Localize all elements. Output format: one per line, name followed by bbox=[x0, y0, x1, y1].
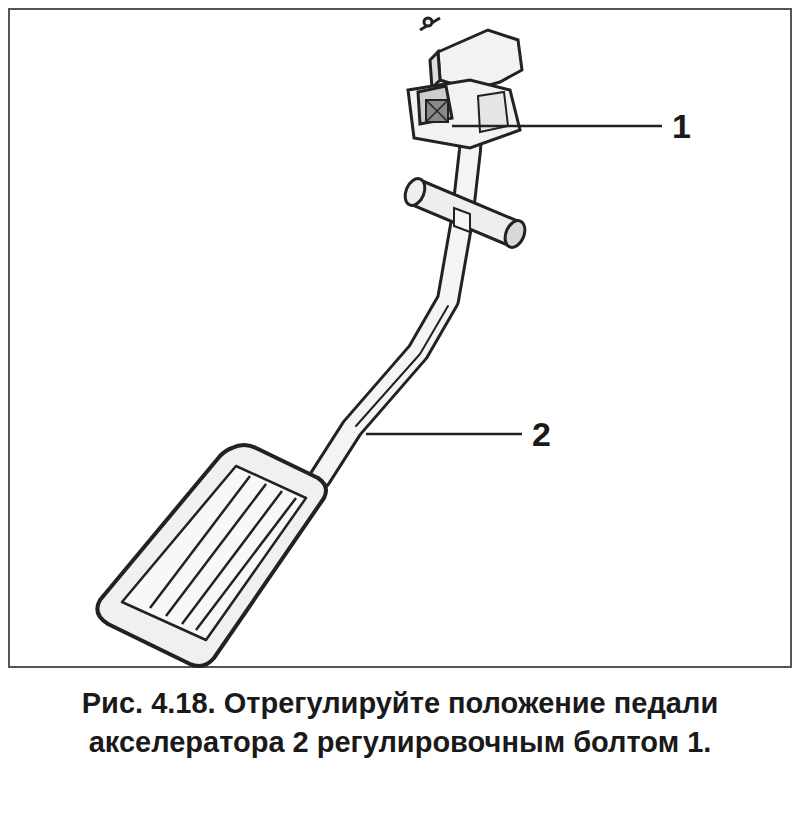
leader-lines bbox=[366, 126, 662, 434]
bracket bbox=[408, 18, 522, 148]
frame bbox=[9, 9, 791, 667]
callout-number: 1 bbox=[672, 109, 691, 143]
pedal-pad bbox=[97, 445, 326, 666]
pivot-shaft bbox=[401, 176, 528, 251]
figure-caption: Рис. 4.18. Отрегулируйте положение педал… bbox=[60, 684, 740, 762]
pedal-arm bbox=[320, 112, 472, 478]
callout-number: 2 bbox=[532, 417, 551, 451]
